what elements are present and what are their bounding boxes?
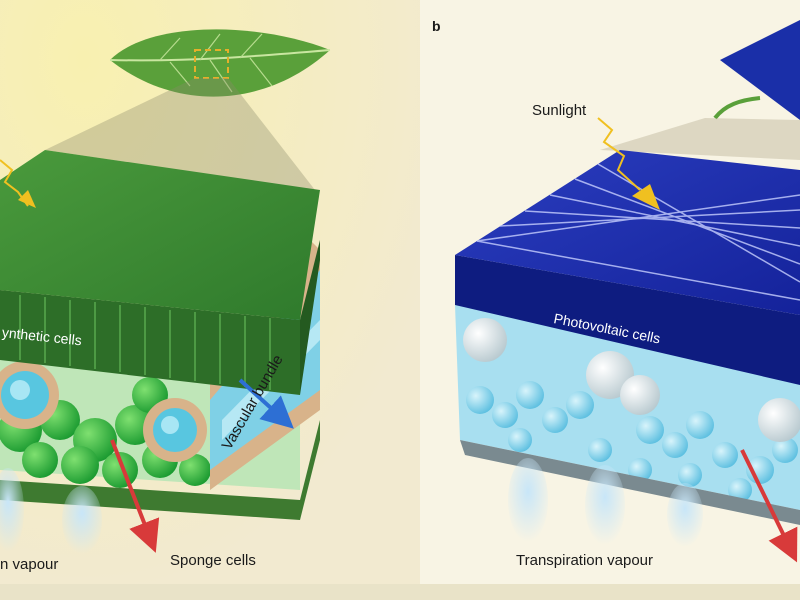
panel-b-letter: b bbox=[432, 18, 441, 34]
sunlight-label: Sunlight bbox=[532, 102, 587, 119]
leaf-icon bbox=[109, 29, 331, 97]
pv-top-surface bbox=[455, 150, 800, 315]
palisade-layer bbox=[0, 290, 300, 395]
beads-white-clusters bbox=[463, 318, 800, 442]
water-vapour-icon-right bbox=[508, 458, 703, 547]
vascular-bundle-right bbox=[143, 398, 207, 462]
palisade-side bbox=[300, 240, 320, 395]
palisade-columns bbox=[19, 295, 271, 390]
sunlight-arrow-icon-right bbox=[597, 117, 641, 191]
blue-flow-arrow-icon bbox=[238, 378, 294, 429]
pv-grid-lines bbox=[476, 163, 800, 301]
pv-projection bbox=[600, 118, 800, 160]
sponge-cells-label: Sponge cells bbox=[170, 552, 256, 569]
red-flow-arrow-icon bbox=[110, 439, 160, 553]
transpiration-vapour-label: Transpiration vapour bbox=[516, 552, 654, 569]
pv-panel-small bbox=[720, 20, 800, 120]
pv-front-face bbox=[455, 255, 800, 385]
sunlight-arrowhead bbox=[18, 190, 36, 208]
leaf-top-surface bbox=[0, 150, 320, 320]
sunlight-arrowhead-right bbox=[632, 184, 660, 210]
left-vapour-label: n vapour bbox=[0, 556, 59, 573]
water-vapour-icon-left bbox=[0, 468, 102, 554]
bottom-strip bbox=[0, 584, 800, 600]
zoom-projection bbox=[45, 78, 315, 190]
stem-vine bbox=[713, 96, 761, 120]
vascular-bundle-left bbox=[0, 361, 59, 429]
red-outflow-arrow-icon bbox=[740, 449, 798, 563]
